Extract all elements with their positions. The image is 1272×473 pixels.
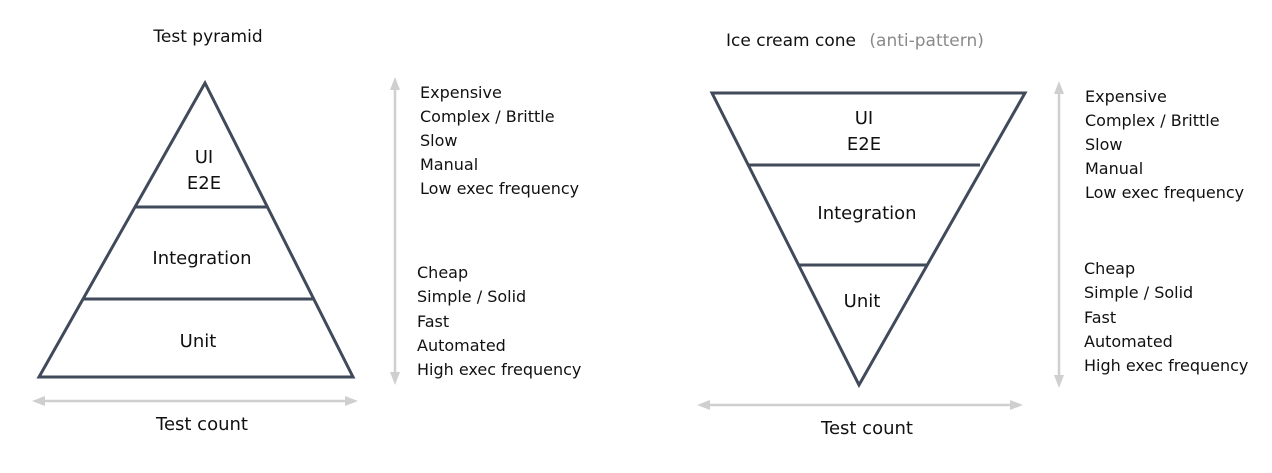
cone-upper-attr-0: Expensive [1085,87,1167,106]
pyramid-lower-attr-0: Cheap [417,263,468,282]
cone-lower-attr-1: Simple / Solid [1084,283,1193,302]
pyramid-lower-attr-1: Simple / Solid [417,287,526,306]
pyramid-upper-attr-1: Complex / Brittle [420,107,555,126]
pyramid-upper-attr-4: Low exec frequency [420,179,579,198]
pyramid-layer-ui: UI [195,147,213,168]
cone-layer-integration: Integration [817,203,916,224]
pyramid-layer-integration: Integration [152,248,251,269]
cone-lower-attr-2: Fast [1084,308,1116,327]
pyramid-upper-attr-3: Manual [420,155,478,174]
cone-vertical-arrow [1054,81,1064,388]
cone-title: Ice cream cone (anti-pattern) [726,31,984,51]
pyramid-lower-attr-2: Fast [417,312,449,331]
pyramid-upper-attr-0: Expensive [420,83,502,102]
pyramid-layer-e2e: E2E [187,173,221,194]
cone-upper-attr-1: Complex / Brittle [1085,111,1220,130]
pyramid-axis-label: Test count [155,414,248,435]
ice-cream-cone-panel: Ice cream cone (anti-pattern) UI E2E Int… [697,31,1248,439]
cone-lower-attr-3: Automated [1084,332,1173,351]
cone-layer-unit: Unit [844,291,881,312]
pyramid-vertical-arrow [390,77,400,385]
test-pyramid-panel: Test pyramid UI E2E Integration Unit Exp… [32,27,581,435]
cone-layer-ui: UI [855,108,873,129]
pyramid-horizontal-arrow [32,396,358,406]
cone-lower-attr-4: High exec frequency [1084,356,1248,375]
pyramid-title: Test pyramid [152,27,262,47]
cone-horizontal-arrow [697,400,1023,410]
pyramid-outline [36,79,356,379]
cone-lower-attr-0: Cheap [1084,259,1135,278]
cone-upper-attr-3: Manual [1085,159,1143,178]
cone-axis-label: Test count [820,418,913,439]
cone-title-main: Ice cream cone [726,31,856,51]
pyramid-lower-attr-3: Automated [417,336,506,355]
pyramid-upper-attr-2: Slow [420,131,457,150]
cone-title-note: (anti-pattern) [869,31,983,51]
cone-layer-e2e: E2E [847,134,881,155]
cone-upper-attr-2: Slow [1085,135,1122,154]
pyramid-layer-unit: Unit [180,331,217,352]
cone-upper-attr-4: Low exec frequency [1085,183,1244,202]
cone-outline [709,91,1028,389]
pyramid-lower-attr-4: High exec frequency [417,360,581,379]
